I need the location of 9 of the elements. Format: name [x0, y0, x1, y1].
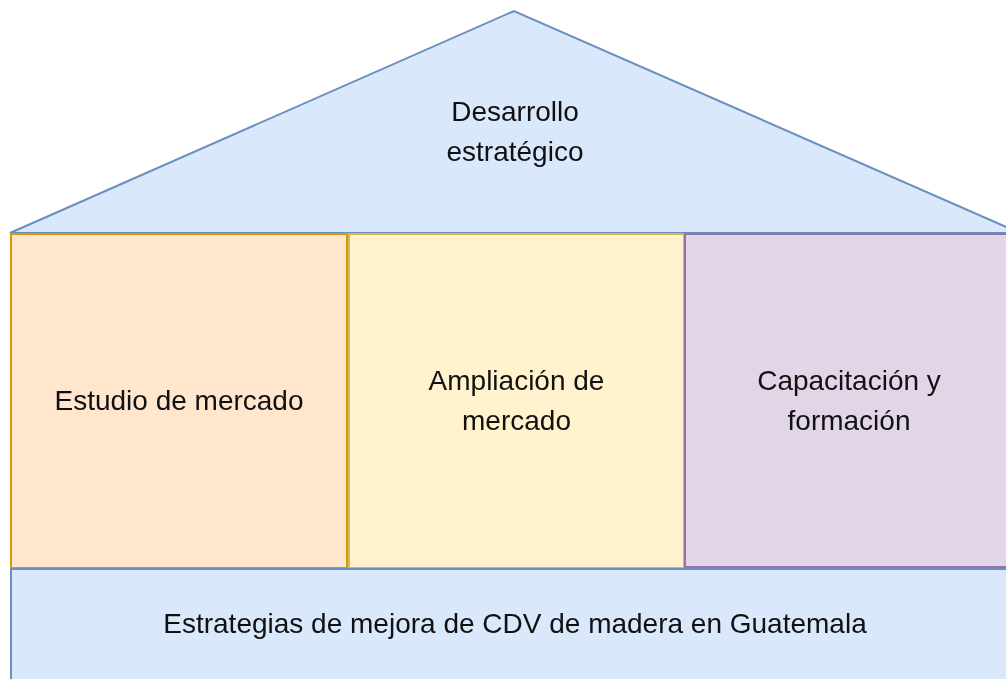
box — [10, 233, 348, 569]
node-label: Ampliación de mercado — [427, 364, 606, 438]
node-label: Estudio de mercado — [54, 384, 304, 418]
node-label: Desarrollo estratégico — [445, 95, 585, 169]
node-label: Capacitación y formación — [756, 363, 942, 438]
box — [684, 233, 1006, 568]
box — [348, 233, 685, 569]
box — [10, 568, 1006, 679]
node-label: Estrategias de mejora de CDV de madera en Guatemala — [163, 607, 867, 641]
